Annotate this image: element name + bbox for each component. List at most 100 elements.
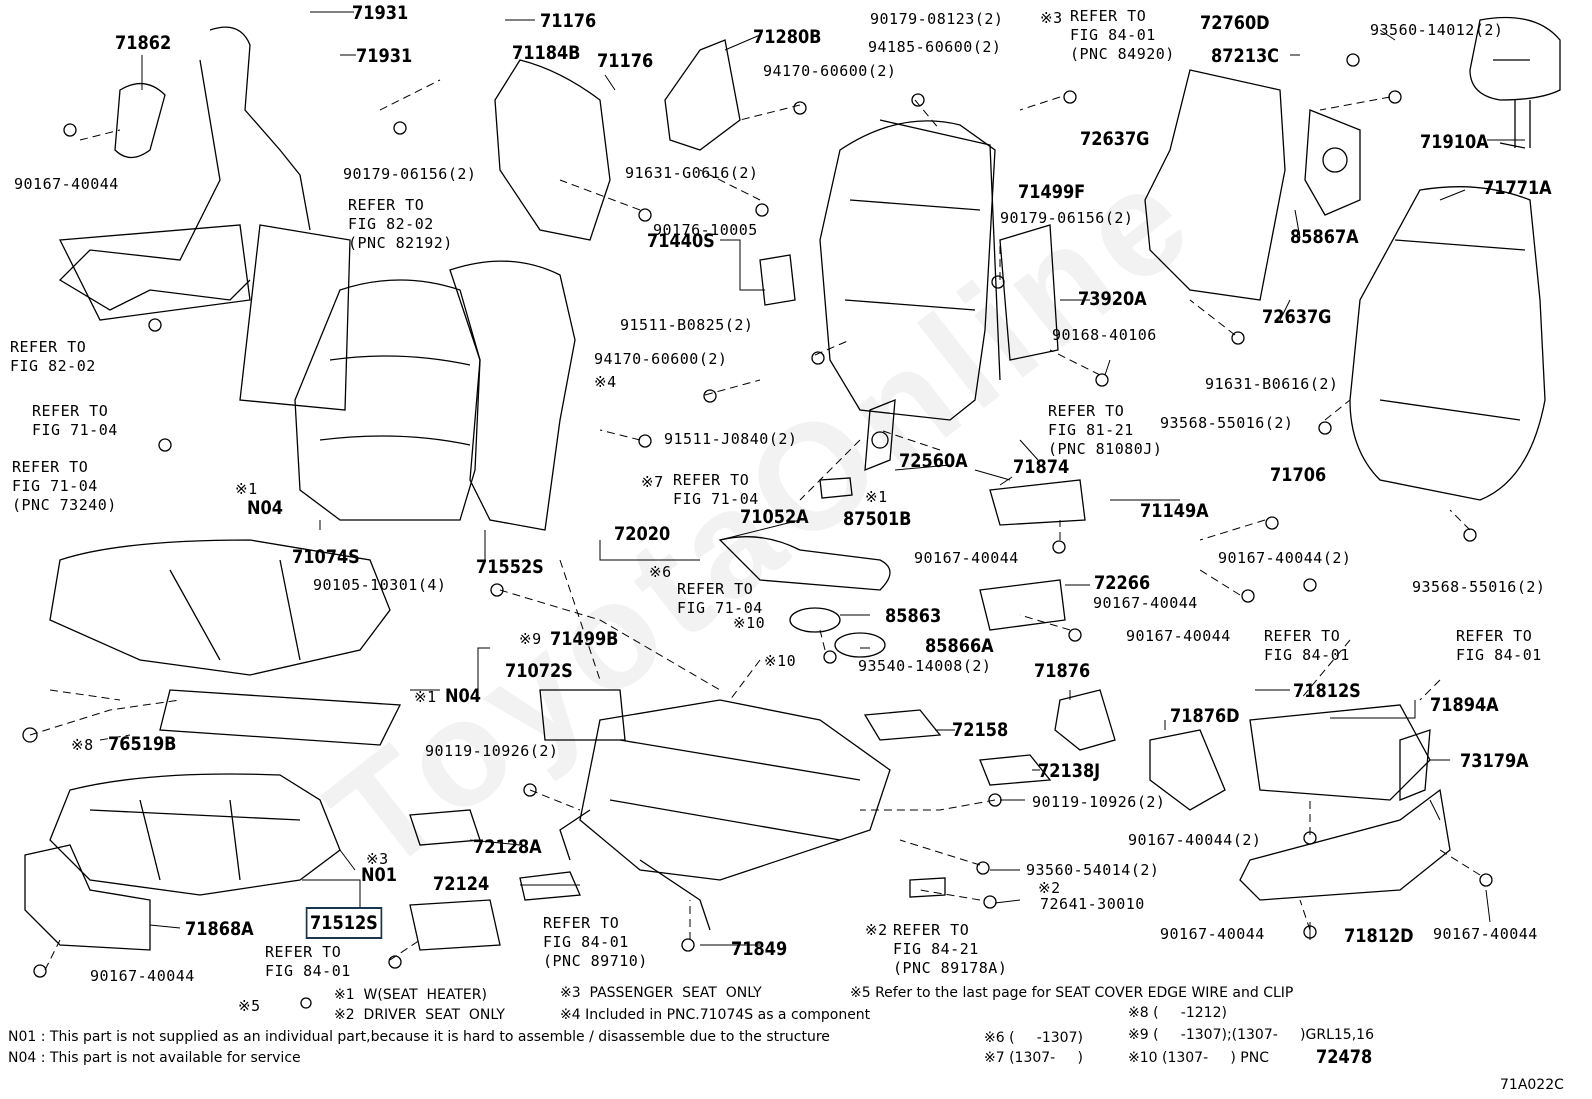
part-72128A[interactable]: 72128A	[473, 836, 542, 858]
part-87213C[interactable]: 87213C	[1211, 45, 1280, 67]
part-72637G[interactable]: 72637G	[1262, 306, 1332, 328]
refer-fig-71-04-pnc-73240[interactable]: REFER TO FIG 71-04 (PNC 73240)	[12, 458, 117, 514]
part-91511-B0825[interactable]: 91511-B0825(2)	[620, 316, 754, 334]
part-71812D[interactable]: 71812D	[1344, 925, 1414, 947]
refer-fig-84-01-pnc-89710[interactable]: REFER TO FIG 84-01 (PNC 89710)	[543, 914, 648, 970]
part-93568-55016-bottom[interactable]: 93568-55016(2)	[1412, 578, 1546, 596]
part-71512S-highlighted[interactable]: 71512S	[305, 907, 383, 939]
refer-fig-84-01-right[interactable]: REFER TO FIG 84-01	[1456, 627, 1542, 664]
part-90105-10301[interactable]: 90105-10301(4)	[313, 576, 447, 594]
part-71771A[interactable]: 71771A	[1483, 177, 1552, 199]
part-91631-G0616[interactable]: 91631-G0616(2)	[625, 164, 759, 182]
part-71874[interactable]: 71874	[1013, 456, 1070, 478]
part-71072S[interactable]: 71072S	[505, 660, 573, 682]
part-90179-06156-right[interactable]: 90179-06156(2)	[1000, 209, 1134, 227]
part-90179-06156-left[interactable]: 90179-06156(2)	[343, 165, 477, 183]
part-72020[interactable]: 72020	[614, 523, 671, 545]
part-90167-40044-bottom[interactable]: 90167-40044	[1160, 925, 1265, 943]
note-mark-5: ※5	[238, 997, 261, 1015]
part-85866A[interactable]: 85866A	[925, 635, 994, 657]
refer-fig-71-04-mid[interactable]: REFER TO FIG 71-04	[673, 471, 759, 508]
note-mark-2: ※2	[865, 921, 888, 939]
part-90168-40106[interactable]: 90168-40106	[1052, 326, 1157, 344]
part-90119-10926-right[interactable]: 90119-10926(2)	[1032, 793, 1166, 811]
part-90167-40044-2-lower[interactable]: 90167-40044(2)	[1128, 831, 1262, 849]
part-87501B[interactable]: 87501B	[843, 508, 912, 530]
part-71074S[interactable]: 71074S	[292, 546, 360, 568]
note-mark-1-back: ※1	[235, 480, 258, 498]
legend-7: ※7 (1307- )	[984, 1050, 1083, 1066]
part-90167-40044-mid[interactable]: 90167-40044	[914, 549, 1019, 567]
part-90167-40044-bottomright[interactable]: 90167-40044	[1433, 925, 1538, 943]
refer-fig-82-02[interactable]: REFER TO FIG 82-02	[10, 338, 96, 375]
part-71876D[interactable]: 71876D	[1170, 705, 1240, 727]
note-mark-3: ※3	[1040, 9, 1063, 27]
wire-harness-shape	[58, 26, 311, 311]
part-93540-14008[interactable]: 93540-14008(2)	[858, 657, 992, 675]
part-71052A[interactable]: 71052A	[740, 506, 809, 528]
part-72124[interactable]: 72124	[433, 873, 490, 895]
part-71499B[interactable]: 71499B	[550, 628, 619, 650]
part-72641-30010[interactable]: 72641-30010	[1040, 895, 1145, 913]
part-73920A[interactable]: 73920A	[1078, 288, 1147, 310]
part-71552S[interactable]: 71552S	[476, 556, 544, 578]
part-71862[interactable]: 71862	[115, 32, 172, 54]
refer-fig-71-04-top[interactable]: REFER TO FIG 71-04	[32, 402, 118, 439]
part-71910A[interactable]: 71910A	[1420, 131, 1489, 153]
part-72158[interactable]: 72158	[952, 719, 1009, 741]
part-94185-60600[interactable]: 94185-60600(2)	[868, 38, 1002, 56]
part-90167-40044-lower[interactable]: 90167-40044	[1126, 627, 1231, 645]
part-93560-54014[interactable]: 93560-54014(2)	[1026, 861, 1160, 879]
part-72760D[interactable]: 72760D	[1200, 12, 1270, 34]
part-90179-08123[interactable]: 90179-08123(2)	[870, 10, 1004, 28]
refer-fig-84-01-pnc-84920[interactable]: REFER TO FIG 84-01 (PNC 84920)	[1070, 7, 1175, 63]
part-71176-top[interactable]: 71176	[540, 10, 597, 32]
part-93560-14012[interactable]: 93560-14012(2)	[1370, 21, 1504, 39]
part-91511-J0840[interactable]: 91511-J0840(2)	[664, 430, 798, 448]
seat-back-cover-shape	[294, 279, 481, 521]
refer-fig-71-04-lower[interactable]: REFER TO FIG 71-04	[677, 580, 763, 617]
part-71931[interactable]: 71931	[356, 45, 413, 67]
part-94170-60600-top[interactable]: 94170-60600(2)	[763, 62, 897, 80]
part-72560A[interactable]: 72560A	[899, 450, 968, 472]
part-71931-top[interactable]: 71931	[352, 2, 409, 24]
part-90176-10005[interactable]: 90176-10005	[653, 221, 758, 239]
refer-fig-82-02-pnc-82192[interactable]: REFER TO FIG 82-02 (PNC 82192)	[348, 196, 453, 252]
part-90167-40044-2-mid[interactable]: 90167-40044(2)	[1218, 549, 1352, 567]
part-71812S[interactable]: 71812S	[1293, 680, 1361, 702]
part-71849[interactable]: 71849	[731, 938, 788, 960]
part-71184B[interactable]: 71184B	[512, 42, 581, 64]
legend-10-pnc-72478[interactable]: 72478	[1316, 1046, 1373, 1068]
part-71280B[interactable]: 71280B	[753, 26, 822, 48]
part-85863[interactable]: 85863	[885, 605, 942, 627]
part-90167-40044-bottomleft[interactable]: 90167-40044	[90, 967, 195, 985]
part-72138J[interactable]: 72138J	[1038, 760, 1101, 782]
part-76519B[interactable]: 76519B	[108, 733, 177, 755]
refer-fig-84-01-left[interactable]: REFER TO FIG 84-01	[1264, 627, 1350, 664]
refer-fig-84-21-pnc-89178A[interactable]: REFER TO FIG 84-21 (PNC 89178A)	[893, 921, 1008, 977]
refer-fig-81-21-pnc-81080J[interactable]: REFER TO FIG 81-21 (PNC 81080J)	[1048, 402, 1163, 458]
part-72637G-top[interactable]: 72637G	[1080, 128, 1150, 150]
part-94170-60600[interactable]: 94170-60600(2)	[594, 350, 728, 368]
part-73179A[interactable]: 73179A	[1460, 750, 1529, 772]
part-71149A[interactable]: 71149A	[1140, 500, 1209, 522]
part-85867A[interactable]: 85867A	[1290, 226, 1359, 248]
part-91631-B0616[interactable]: 91631-B0616(2)	[1205, 375, 1339, 393]
part-71499F[interactable]: 71499F	[1018, 181, 1086, 203]
part-N04-cushion[interactable]: N04	[445, 685, 481, 707]
part-90167-40044-72266[interactable]: 90167-40044	[1093, 594, 1198, 612]
part-71868A[interactable]: 71868A	[185, 918, 254, 940]
part-71706[interactable]: 71706	[1270, 464, 1327, 486]
part-71894A[interactable]: 71894A	[1430, 694, 1499, 716]
part-90119-10926-left[interactable]: 90119-10926(2)	[425, 742, 559, 760]
part-71440S[interactable]: 71440S	[647, 230, 715, 252]
part-72266[interactable]: 72266	[1094, 572, 1151, 594]
part-71876[interactable]: 71876	[1034, 660, 1091, 682]
seat-back-pad-shape	[449, 260, 576, 531]
refer-fig-84-01-bottom[interactable]: REFER TO FIG 84-01	[265, 943, 351, 980]
part-93568-55016-top[interactable]: 93568-55016(2)	[1160, 414, 1294, 432]
part-N04-back[interactable]: N04	[247, 497, 283, 519]
part-90167-40044-topleft[interactable]: 90167-40044	[14, 175, 119, 193]
part-N01[interactable]: N01	[361, 864, 397, 886]
part-71176[interactable]: 71176	[597, 50, 654, 72]
